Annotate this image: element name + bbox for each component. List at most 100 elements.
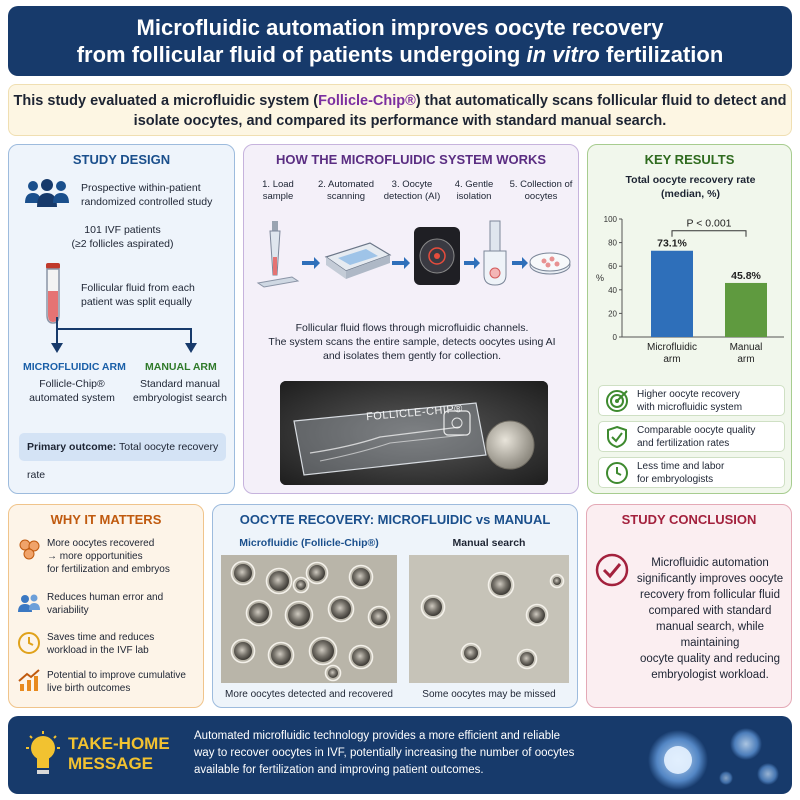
oocyte-cell: [271, 645, 291, 665]
oocyte-cell: [491, 575, 511, 595]
microfluidic-image-title: Microfluidic (Follicle-Chip®): [239, 537, 379, 549]
oocyte-cell: [516, 648, 538, 670]
oocyte-cell: [269, 571, 289, 591]
oocyte-cell: [296, 580, 306, 590]
people-icon: [18, 594, 40, 612]
how-it-works-panel: HOW THE MICROFLUIDIC SYSTEM WORKS 1. Loa…: [243, 144, 579, 494]
category-label: arm: [663, 354, 680, 365]
p-value-label: P < 0.001: [686, 218, 731, 230]
oocyte-cell: [348, 644, 374, 670]
oocyte-cell: [312, 640, 334, 662]
ai-detection-screen-icon: [414, 227, 460, 285]
category-label: arm: [737, 354, 754, 365]
people-icon: [25, 179, 69, 207]
why-item-1: More oocytes recovered→ more opportuniti…: [17, 537, 201, 576]
oocyte-illustration: [648, 728, 779, 790]
study-design-panel: STUDY DESIGN Prospective within-patient …: [8, 144, 235, 494]
manual-arm-title: MANUAL ARM: [145, 361, 217, 373]
category-label: Microfluidic: [647, 342, 697, 353]
key-results-panel: KEY RESULTS Total oocyte recovery rate (…: [587, 144, 792, 494]
bar-value-label: 73.1%: [657, 238, 687, 250]
coin-icon: [485, 420, 535, 470]
oocyte-cell: [249, 603, 269, 623]
oocyte-cell: [234, 564, 252, 582]
oocyte-cell: [328, 668, 338, 678]
manual-caption: Some oocytes may be missed: [422, 689, 556, 700]
oocyte-cell: [267, 641, 295, 669]
clock-icon: [606, 462, 628, 484]
take-home-message: Automated microfluidic technology provid…: [194, 730, 575, 776]
oocyte-cell: [230, 560, 256, 586]
oocyte-cell: [245, 599, 273, 627]
arrow-icon: [512, 257, 528, 269]
chart-title: Total oocyte recovery rate (median, %): [625, 174, 756, 200]
oocyte-cell: [348, 564, 374, 590]
oocyte-cell: [331, 599, 351, 619]
bar: [725, 282, 767, 337]
arrow-icon: [464, 257, 480, 269]
oocytes-icon: [19, 539, 40, 560]
oocyte-cell: [553, 577, 561, 585]
manual-micrograph: [409, 555, 569, 683]
study-conclusion-title: STUDY CONCLUSION: [621, 512, 757, 527]
oocyte-cell: [352, 648, 370, 666]
oocyte-cell: [309, 565, 325, 581]
title-line-1: Microfluidic automation improves oocyte …: [136, 15, 664, 40]
key-results-title: KEY RESULTS: [644, 152, 735, 167]
oocyte-cell: [460, 642, 482, 664]
check-circle-icon: [595, 553, 629, 587]
growth-chart-icon: [18, 669, 40, 691]
oocyte-cell: [324, 664, 342, 682]
oocyte-cell: [234, 642, 252, 660]
y-tick-label: 0: [613, 333, 618, 342]
isolation-tube-icon: [483, 220, 507, 286]
arrow-icon: [392, 257, 410, 269]
y-tick-label: 40: [608, 286, 617, 295]
y-tick-label: 20: [608, 309, 617, 318]
step-1-label: 1. Load sample: [262, 179, 294, 202]
split-arrows: [51, 317, 197, 353]
oocyte-cell: [529, 607, 545, 623]
significance-bracket: [671, 230, 747, 237]
oocyte-cell: [424, 598, 442, 616]
oocyte-cell: [265, 567, 293, 595]
shield-check-icon: [607, 425, 627, 449]
oocyte-recovery-title: OOCYTE RECOVERY: MICROFLUIDIC vs MANUAL: [239, 512, 551, 527]
bar: [651, 250, 693, 337]
oocyte-recovery-panel: OOCYTE RECOVERY: MICROFLUIDIC vs MANUAL …: [212, 504, 578, 708]
bar-value-label: 45.8%: [731, 270, 761, 282]
oocyte-cell: [230, 638, 256, 664]
follicle-chip-photo: FOLLICLE-CHIP®: [280, 381, 548, 485]
oocyte-cell: [288, 604, 310, 626]
conclusion-text: Microfluidic automation significantly im…: [636, 557, 784, 681]
study-conclusion-panel: STUDY CONCLUSION Microfluidic automation…: [586, 504, 792, 708]
oocyte-cell: [305, 561, 329, 585]
petri-dish-icon: [529, 252, 571, 275]
oocyte-cell: [308, 636, 338, 666]
page-header: Microfluidic automation improves oocyte …: [8, 6, 792, 76]
oocyte-cell: [367, 605, 391, 629]
oocyte-cell: [520, 652, 534, 666]
oocyte-cell: [420, 594, 446, 620]
lightbulb-icon: [26, 731, 60, 774]
y-tick-label: 80: [608, 239, 617, 248]
why-it-matters-title: WHY IT MATTERS: [50, 512, 162, 527]
arrow-icon: [302, 257, 320, 269]
oocyte-cell: [284, 600, 314, 630]
y-tick-label: 60: [608, 262, 617, 271]
how-it-works-title: HOW THE MICROFLUIDIC SYSTEM WORKS: [275, 152, 547, 167]
oocyte-cell: [327, 595, 355, 623]
intro-banner: This study evaluated a microfluidic syst…: [8, 84, 792, 136]
oocyte-cell: [371, 609, 387, 625]
pipette-icon: [256, 221, 300, 288]
